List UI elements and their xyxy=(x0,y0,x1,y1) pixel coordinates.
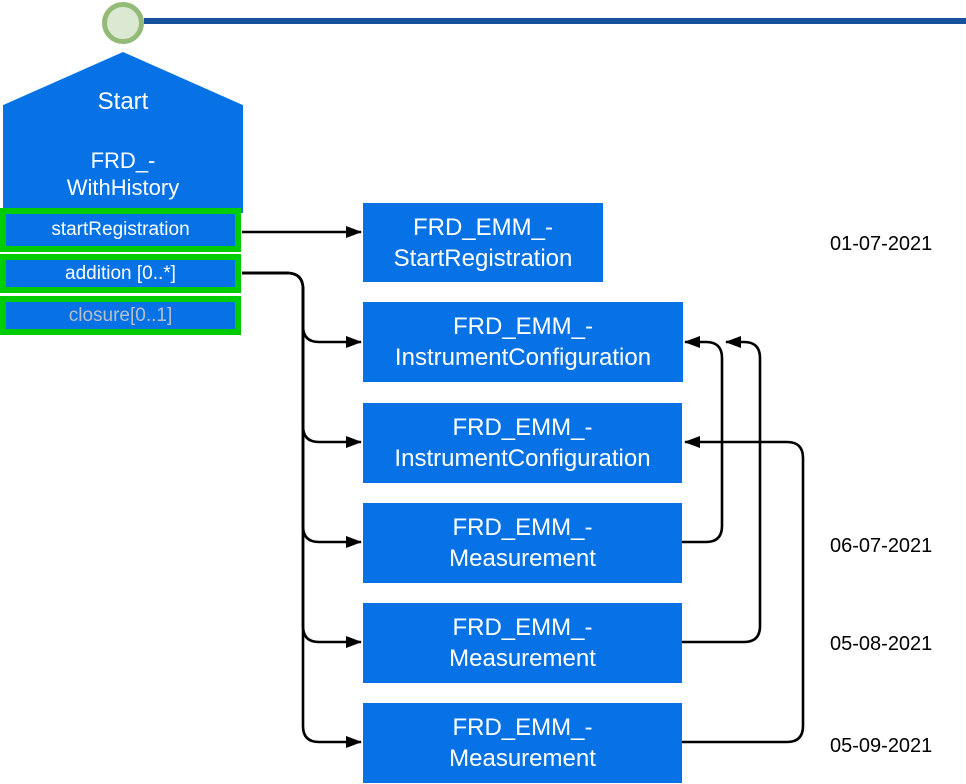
trigger-label: addition [0..*] xyxy=(65,262,176,284)
message-line2: Measurement xyxy=(449,745,596,772)
message-box-measurement-1: FRD_EMM_- Measurement xyxy=(363,503,682,583)
message-line2: StartRegistration xyxy=(393,244,573,272)
trigger-label: startRegistration xyxy=(51,219,190,240)
message-box-start-registration: FRD_EMM_- StartRegistration xyxy=(363,203,603,282)
edge-addition-to-box6 xyxy=(242,271,362,748)
start-node: Start FRD_- WithHistory xyxy=(3,52,243,213)
trigger-label: closure[0..1] xyxy=(68,304,173,326)
date-label-1: 01-07-2021 xyxy=(830,233,933,255)
timeline-line xyxy=(144,18,966,24)
trigger-start-registration: startRegistration xyxy=(0,208,241,252)
edge-addition-to-box4 xyxy=(242,271,362,548)
trigger-closure: closure[0..1] xyxy=(0,296,241,335)
message-box-instrument-configuration-1: FRD_EMM_- InstrumentConfiguration xyxy=(363,302,683,382)
trigger-addition: addition [0..*] xyxy=(0,254,241,293)
message-line1: FRD_EMM_- xyxy=(452,514,593,541)
edge-addition-to-box3 xyxy=(242,271,362,448)
date-label-4: 05-09-2021 xyxy=(830,735,933,757)
message-line1: FRD_EMM_- xyxy=(452,714,593,741)
message-line2: InstrumentConfiguration xyxy=(394,344,652,371)
start-node-name-line1: FRD_- xyxy=(90,148,156,173)
message-line2: InstrumentConfiguration xyxy=(394,445,651,472)
edge-measurement1-to-instrumentconfig1 xyxy=(682,336,724,544)
start-node-name-line2: WithHistory xyxy=(66,175,180,200)
date-label-2: 06-07-2021 xyxy=(830,535,933,557)
message-line1: FRD_EMM_- xyxy=(452,313,593,340)
edge-addition-to-box5 xyxy=(242,271,362,648)
message-line2: Measurement xyxy=(449,545,596,572)
edge-measurement3-to-instrumentconfig2 xyxy=(682,436,805,744)
message-line1: FRD_EMM_- xyxy=(452,614,593,641)
edge-addition-to-box2 xyxy=(242,271,362,348)
timeline-start-circle xyxy=(102,2,144,44)
edge-measurement2-to-instrumentconfig1 xyxy=(682,336,762,644)
start-node-title: Start xyxy=(97,88,149,115)
message-box-instrument-configuration-2: FRD_EMM_- InstrumentConfiguration xyxy=(363,403,682,483)
message-box-measurement-2: FRD_EMM_- Measurement xyxy=(363,603,682,683)
date-label-3: 05-08-2021 xyxy=(830,633,933,655)
message-line1: FRD_EMM_- xyxy=(412,213,553,241)
message-box-measurement-3: FRD_EMM_- Measurement xyxy=(363,703,682,783)
message-line1: FRD_EMM_- xyxy=(452,414,593,441)
message-line2: Measurement xyxy=(449,645,596,672)
